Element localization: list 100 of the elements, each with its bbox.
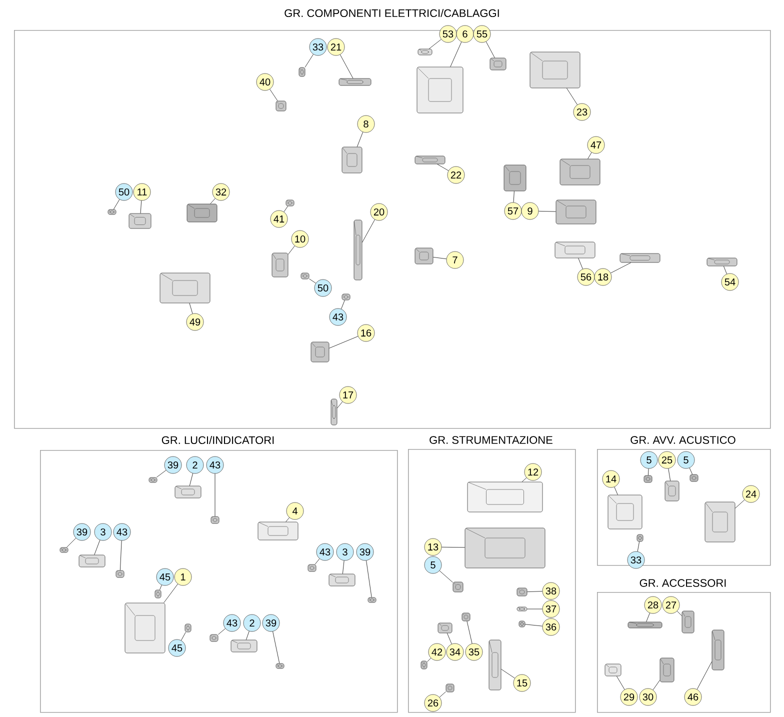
callout-number: 1 <box>174 568 192 586</box>
leader-line <box>689 468 693 474</box>
part-drawing <box>608 494 642 530</box>
callout-number: 9 <box>521 202 539 220</box>
part-drawing <box>116 570 124 578</box>
callout-number: 14 <box>602 470 620 488</box>
node-label: GR. ACCESSORI <box>640 579 726 587</box>
part-drawing <box>620 253 660 263</box>
leader-line <box>164 584 178 603</box>
callout-number: 43 <box>329 308 347 326</box>
leader-line <box>356 132 364 147</box>
part-drawing <box>300 272 310 280</box>
part-drawing <box>286 200 294 206</box>
part-drawing <box>354 220 362 280</box>
part-drawing <box>464 528 546 568</box>
callout-number: 16 <box>357 324 375 342</box>
leader-line <box>113 199 120 210</box>
part-drawing <box>516 588 528 596</box>
node-label: GR. AVV. ACUSTICO <box>630 436 736 444</box>
node-label: GR. COMPONENTI ELETTRICI/CABLAGGI <box>284 8 499 18</box>
leader-line <box>676 610 682 616</box>
leader-line <box>362 219 375 243</box>
leader-line <box>616 676 625 690</box>
part-drawing <box>414 156 446 164</box>
part-drawing <box>310 342 330 362</box>
leader-line <box>437 164 449 171</box>
part-drawing <box>446 684 454 692</box>
callout-number: 3 <box>336 543 354 561</box>
part-drawing <box>712 630 724 670</box>
callout-number: 56 <box>577 268 595 286</box>
leader-line <box>337 402 343 408</box>
leader-line <box>181 632 186 641</box>
leader-line <box>735 500 745 508</box>
part-drawing <box>414 248 434 264</box>
part-drawing <box>504 164 526 192</box>
leader-line <box>566 88 578 105</box>
part-drawing <box>330 398 338 426</box>
part-drawing <box>148 477 158 483</box>
part-drawing <box>78 554 106 568</box>
callout-number: 25 <box>658 451 676 469</box>
callout-number: 46 <box>684 688 702 706</box>
part-drawing <box>706 258 738 266</box>
leader-line <box>646 612 650 622</box>
leader-line <box>340 54 354 78</box>
callout-number: 33 <box>627 551 645 569</box>
part-drawing <box>560 158 600 186</box>
leader-line <box>578 258 583 270</box>
leader-line <box>342 560 344 574</box>
callout-number: 26 <box>424 694 442 712</box>
callout-number: 7 <box>446 251 464 269</box>
part-drawing <box>60 547 68 553</box>
part-drawing <box>556 200 596 224</box>
leader-line <box>189 303 193 314</box>
part-drawing <box>108 209 116 215</box>
callout-number: 24 <box>742 485 760 503</box>
part-drawing <box>704 502 736 542</box>
leader-line <box>637 542 640 552</box>
node-label: GR. LUCI/INDICATORI <box>162 436 274 444</box>
callout-number: 22 <box>447 166 465 184</box>
leader-line <box>696 661 712 690</box>
callout-number: 8 <box>357 115 375 133</box>
callout-number: 57 <box>504 202 522 220</box>
leader-line <box>246 631 250 640</box>
part-drawing <box>644 475 652 483</box>
part-drawing <box>342 294 350 300</box>
callout-number: 20 <box>370 203 388 221</box>
part-drawing <box>128 213 152 229</box>
part-drawing <box>230 640 258 652</box>
part-drawing <box>530 52 580 88</box>
leader-line <box>156 470 166 478</box>
leader-line <box>329 336 358 348</box>
leader-line <box>439 692 446 698</box>
callout-number: 50 <box>115 183 133 201</box>
leader-line <box>527 608 542 610</box>
leader-line <box>648 468 649 476</box>
part-drawing <box>186 204 218 222</box>
callout-number: 36 <box>542 618 560 636</box>
part-drawing <box>516 606 528 612</box>
callout-number: 38 <box>542 582 560 600</box>
leader-line <box>286 517 290 522</box>
callout-number: 49 <box>186 313 204 331</box>
callout-number: 5 <box>640 451 658 469</box>
leader-line <box>446 633 452 644</box>
callout-number: 50 <box>314 279 332 297</box>
callout-number: 5 <box>424 556 442 574</box>
part-drawing <box>628 622 662 628</box>
leader-line <box>610 262 632 274</box>
callout-number: 21 <box>327 38 345 56</box>
leader-line <box>341 300 345 310</box>
part-drawing <box>488 640 502 690</box>
callout-number: 32 <box>212 183 230 201</box>
callout-number: 28 <box>644 596 662 614</box>
part-drawing <box>462 612 470 622</box>
callout-number: 54 <box>721 273 739 291</box>
leader-line <box>442 546 465 548</box>
part-drawing <box>276 663 284 669</box>
part-drawing <box>338 78 372 86</box>
callout-number: 39 <box>73 523 91 541</box>
leader-line <box>486 41 495 58</box>
part-drawing <box>328 574 356 586</box>
